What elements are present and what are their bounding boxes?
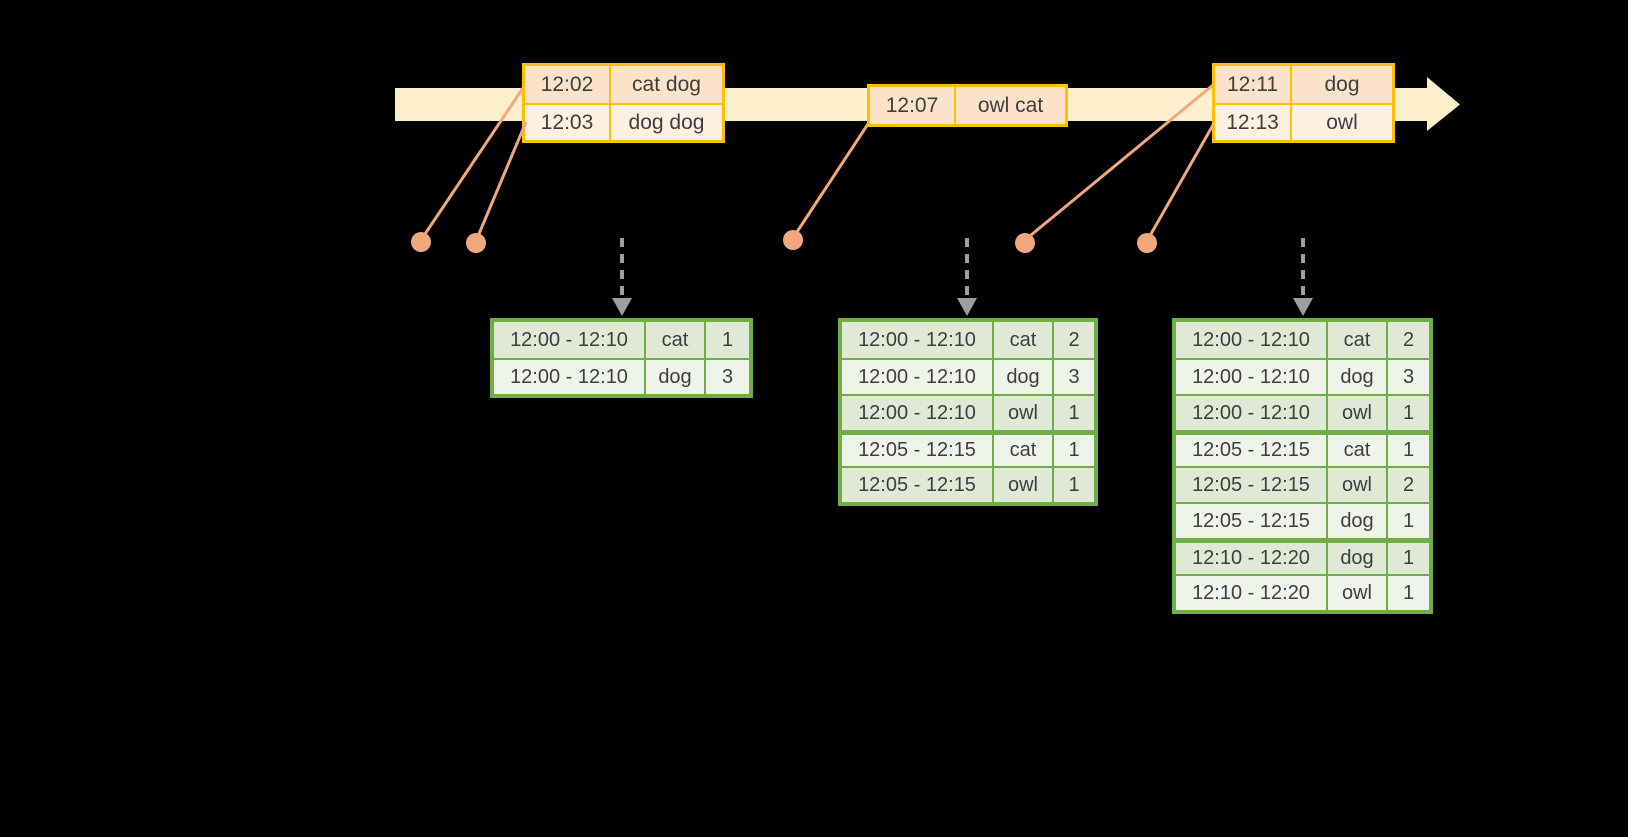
word-cell: owl — [1326, 468, 1386, 502]
record-dot — [783, 230, 803, 250]
count-cell: 1 — [1052, 435, 1094, 466]
word-cell: cat — [1326, 435, 1386, 466]
count-cell: 3 — [704, 360, 749, 394]
event-words-cell: cat dog — [609, 66, 722, 103]
count-cell: 2 — [1052, 322, 1094, 358]
event-time-cell: 12:03 — [525, 105, 609, 140]
window-cell: 12:00 - 12:10 — [1176, 396, 1326, 430]
count-cell: 1 — [704, 322, 749, 358]
word-cell: dog — [1326, 504, 1386, 538]
count-cell: 1 — [1052, 396, 1094, 430]
event-connector-line — [474, 121, 528, 242]
window-cell: 12:00 - 12:10 — [494, 322, 644, 358]
event-time-axis-arrowhead-icon — [1427, 77, 1460, 131]
word-cell: owl — [1326, 396, 1386, 430]
record-dot — [1015, 233, 1035, 253]
count-cell: 3 — [1052, 360, 1094, 394]
window-cell: 12:05 - 12:15 — [1176, 468, 1326, 502]
record-dot — [466, 233, 486, 253]
word-cell: owl — [992, 396, 1052, 430]
window-cell: 12:00 - 12:10 — [842, 360, 992, 394]
window-cell: 12:00 - 12:10 — [1176, 322, 1326, 358]
event-connector-line — [1145, 124, 1215, 242]
word-cell: owl — [992, 468, 1052, 502]
trigger-arrow-icon — [957, 238, 977, 316]
word-cell: owl — [1326, 576, 1386, 610]
word-cell: cat — [644, 322, 704, 358]
count-cell: 1 — [1386, 435, 1429, 466]
window-cell: 12:00 - 12:10 — [842, 396, 992, 430]
window-cell: 12:00 - 12:10 — [842, 322, 992, 358]
record-dot — [411, 232, 431, 252]
count-cell: 1 — [1052, 468, 1094, 502]
event-words-cell: dog dog — [609, 105, 722, 140]
event-time-cell: 12:07 — [870, 87, 954, 124]
word-cell: cat — [992, 322, 1052, 358]
window-cell: 12:00 - 12:10 — [1176, 360, 1326, 394]
word-cell: cat — [992, 435, 1052, 466]
window-cell: 12:10 - 12:20 — [1176, 576, 1326, 610]
count-cell: 2 — [1386, 322, 1429, 358]
count-cell: 3 — [1386, 360, 1429, 394]
event-time-cell: 12:11 — [1215, 66, 1290, 103]
window-cell: 12:05 - 12:15 — [842, 435, 992, 466]
count-cell: 2 — [1386, 468, 1429, 502]
window-cell: 12:00 - 12:10 — [494, 360, 644, 394]
trigger-arrow-icon — [1293, 238, 1313, 316]
event-words-cell: owl — [1290, 105, 1392, 140]
word-cell: dog — [1326, 360, 1386, 394]
count-cell: 1 — [1386, 396, 1429, 430]
record-dot — [1137, 233, 1157, 253]
event-time-cell: 12:13 — [1215, 105, 1290, 140]
window-cell: 12:05 - 12:15 — [842, 468, 992, 502]
count-cell: 1 — [1386, 504, 1429, 538]
event-connector-line — [791, 123, 870, 239]
word-cell: dog — [992, 360, 1052, 394]
window-cell: 12:05 - 12:15 — [1176, 435, 1326, 466]
event-time-cell: 12:02 — [525, 66, 609, 103]
count-cell: 1 — [1386, 543, 1429, 574]
event-words-cell: owl cat — [954, 87, 1065, 124]
window-cell: 12:05 - 12:15 — [1176, 504, 1326, 538]
count-cell: 1 — [1386, 576, 1429, 610]
word-cell: dog — [1326, 543, 1386, 574]
event-words-cell: dog — [1290, 66, 1392, 103]
trigger-arrow-icon — [612, 238, 632, 316]
window-cell: 12:10 - 12:20 — [1176, 543, 1326, 574]
word-cell: cat — [1326, 322, 1386, 358]
word-cell: dog — [644, 360, 704, 394]
